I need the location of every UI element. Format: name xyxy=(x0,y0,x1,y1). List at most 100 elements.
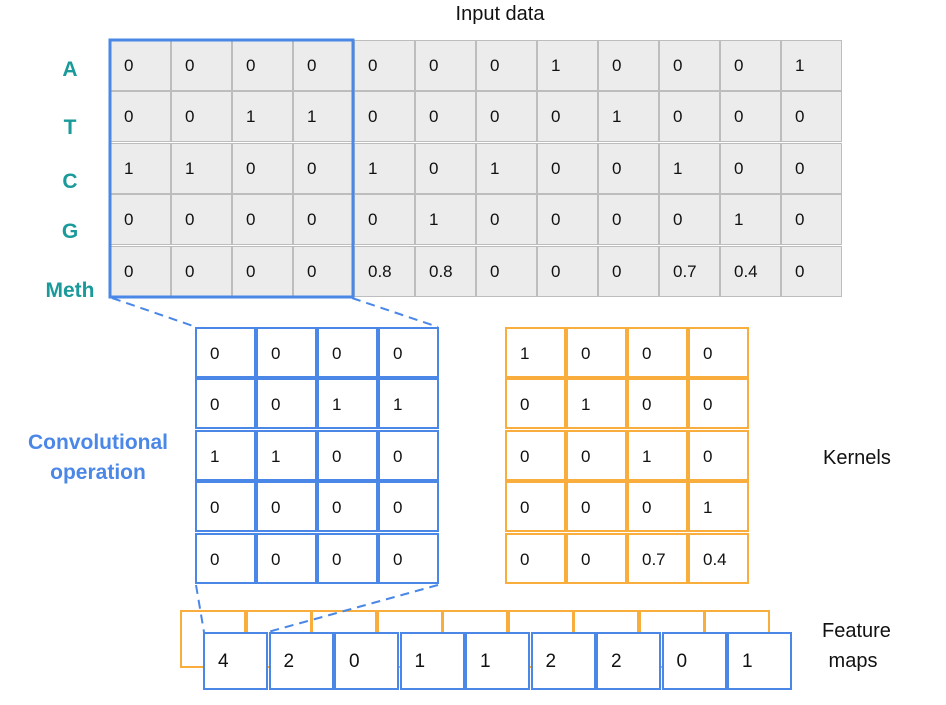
input-cell: 0 xyxy=(659,194,720,246)
convolutional-operation-label: Convolutional operation xyxy=(8,428,188,488)
feature-map-cell: 1 xyxy=(727,632,792,690)
feature-map-cell: 2 xyxy=(530,632,596,690)
input-cell: 0 xyxy=(232,142,293,194)
kernel-cell: 0 xyxy=(505,532,566,584)
kernel-cell: 0 xyxy=(566,429,627,481)
conv-label-line1: Convolutional xyxy=(28,431,168,454)
input-cell: 0 xyxy=(415,142,476,194)
window-cell: 0 xyxy=(317,327,378,378)
window-cell: 0 xyxy=(378,429,439,481)
input-cell: 0 xyxy=(659,40,720,91)
window-cell: 0 xyxy=(195,532,256,584)
input-cell: 1 xyxy=(110,142,171,194)
kernel-cell: 0 xyxy=(566,481,627,533)
input-cell: 0 xyxy=(781,194,842,246)
input-cell: 1 xyxy=(415,194,476,246)
window-cell: 0 xyxy=(317,481,378,533)
feature-label-line1: Feature xyxy=(822,620,891,642)
kernel-cell: 0 xyxy=(566,532,627,584)
kernel-cell: 0.4 xyxy=(688,532,749,584)
kernel-cell: 0 xyxy=(688,327,749,378)
row-label-t: T xyxy=(63,116,77,139)
input-cell: 0 xyxy=(232,194,293,246)
input-cell: 0.7 xyxy=(659,245,720,297)
feature-label-line2: maps xyxy=(828,650,878,672)
input-cell: 0 xyxy=(415,91,476,143)
kernel-cell: 0 xyxy=(688,429,749,481)
window-cell: 1 xyxy=(256,429,317,481)
feature-map-cell: 1 xyxy=(399,632,465,690)
input-cell: 0 xyxy=(232,40,293,91)
window-cell: 1 xyxy=(195,429,256,481)
kernel-cell: 1 xyxy=(566,378,627,430)
input-cell: 0 xyxy=(354,40,415,91)
input-cell: 0 xyxy=(720,91,781,143)
input-cell: 0 xyxy=(598,245,659,297)
input-cell: 0 xyxy=(232,245,293,297)
window-cell: 0 xyxy=(317,429,378,481)
input-cell: 0 xyxy=(659,91,720,143)
input-cell: 0 xyxy=(598,142,659,194)
kernel-cell: 0 xyxy=(505,429,566,481)
input-cell: 0.8 xyxy=(415,245,476,297)
kernel-cell: 0 xyxy=(505,481,566,533)
input-cell: 0.8 xyxy=(354,245,415,297)
window-connector-right xyxy=(351,297,439,328)
input-cell: 0 xyxy=(171,245,232,297)
kernel-cell: 0 xyxy=(688,378,749,430)
window-cell: 0 xyxy=(378,327,439,378)
input-cell: 0 xyxy=(720,40,781,91)
input-cell: 0 xyxy=(781,245,842,297)
input-cell: 0 xyxy=(537,194,598,246)
window-highlight xyxy=(108,38,355,299)
window-connector-left xyxy=(111,297,197,328)
kernel-cell: 0 xyxy=(627,481,688,533)
row-label-meth: Meth xyxy=(45,279,95,302)
input-cell: 0 xyxy=(293,40,354,91)
input-cell: 0 xyxy=(598,40,659,91)
feature-map-cell: 1 xyxy=(465,632,530,690)
input-cell: 0 xyxy=(476,91,537,143)
input-cell: 0 xyxy=(720,142,781,194)
feature-map-cell: 0 xyxy=(334,632,399,690)
feature-map-cell: 2 xyxy=(268,632,334,690)
input-cell: 1 xyxy=(598,91,659,143)
row-label-c: C xyxy=(62,170,78,193)
kernel-cell: 0.7 xyxy=(627,532,688,584)
kernel-cell: 0 xyxy=(566,327,627,378)
feature-map-cell: 4 xyxy=(203,632,268,690)
input-cell: 0 xyxy=(293,142,354,194)
input-cell: 1 xyxy=(476,142,537,194)
window-cell: 0 xyxy=(195,378,256,430)
conv-label-line2: operation xyxy=(50,461,146,484)
input-cell: 0 xyxy=(598,194,659,246)
feature-map-cell: 2 xyxy=(596,632,661,690)
input-cell: 0 xyxy=(781,142,842,194)
output-connector-right xyxy=(267,584,439,633)
input-cell: 0.4 xyxy=(720,245,781,297)
input-cell: 0 xyxy=(781,91,842,143)
window-cell: 0 xyxy=(195,327,256,378)
input-cell: 0 xyxy=(415,40,476,91)
input-cell: 0 xyxy=(171,91,232,143)
kernel-cell: 1 xyxy=(505,327,566,378)
input-cell: 1 xyxy=(232,91,293,143)
input-cell: 0 xyxy=(110,245,171,297)
input-cell: 1 xyxy=(720,194,781,246)
input-cell: 0 xyxy=(293,245,354,297)
input-cell: 0 xyxy=(537,91,598,143)
input-cell: 1 xyxy=(781,40,842,91)
input-cell: 1 xyxy=(171,142,232,194)
input-cell: 0 xyxy=(354,194,415,246)
window-cell: 1 xyxy=(378,378,439,430)
output-connector-left xyxy=(195,584,205,633)
kernel-cell: 0 xyxy=(627,378,688,430)
input-cell: 0 xyxy=(476,40,537,91)
window-cell: 0 xyxy=(195,481,256,533)
diagram-title: Input data xyxy=(455,3,545,25)
window-cell: 0 xyxy=(256,532,317,584)
kernel-cell: 0 xyxy=(627,327,688,378)
input-cell: 1 xyxy=(659,142,720,194)
window-cell: 0 xyxy=(317,532,378,584)
